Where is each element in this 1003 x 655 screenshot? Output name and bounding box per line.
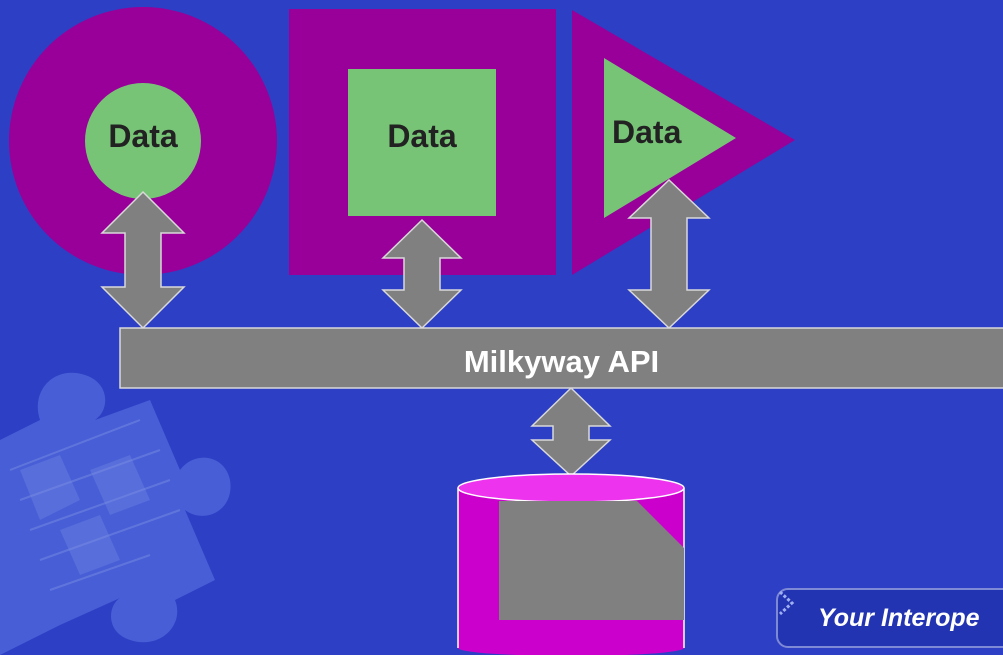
badge-text: Your Interope	[818, 604, 980, 632]
connector-arrow-db	[530, 386, 612, 478]
chevron-right-icon	[778, 590, 795, 616]
database-icon	[457, 473, 685, 655]
square-data-node	[348, 69, 496, 216]
circle-data-node	[85, 83, 201, 199]
circle-data-label: Data	[108, 118, 178, 154]
square-data-label: Data	[387, 118, 457, 154]
triangle-data-node	[604, 58, 736, 218]
triangle-data-label: Data	[612, 114, 682, 150]
api-label: Milkyway API	[463, 344, 660, 379]
puzzle-piece-icon	[0, 372, 231, 655]
interoperability-badge: Your Interope	[776, 588, 1003, 648]
api-bar	[119, 327, 1003, 389]
